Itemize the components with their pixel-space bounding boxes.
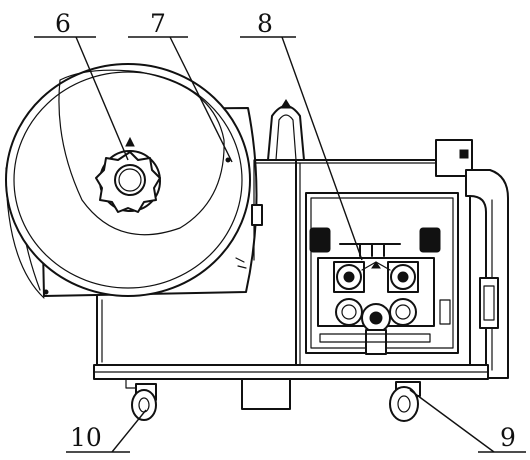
- wire-feeder-compartment: [305, 192, 459, 355]
- base-and-wheels: [93, 364, 489, 422]
- callout-6: 6: [34, 9, 129, 161]
- callout-8-label: 8: [257, 9, 273, 38]
- callout-7-label: 7: [150, 9, 166, 38]
- callout-9: 9: [409, 389, 526, 453]
- callout-10-label: 10: [70, 423, 102, 452]
- callout-8: 8: [240, 9, 363, 261]
- lifting-eye: [267, 99, 305, 161]
- callout-6-label: 6: [55, 9, 71, 38]
- spool-hub-knob: [95, 136, 161, 213]
- callout-10: 10: [66, 409, 147, 453]
- callout-7: 7: [128, 9, 233, 163]
- callout-9-label: 9: [500, 423, 516, 452]
